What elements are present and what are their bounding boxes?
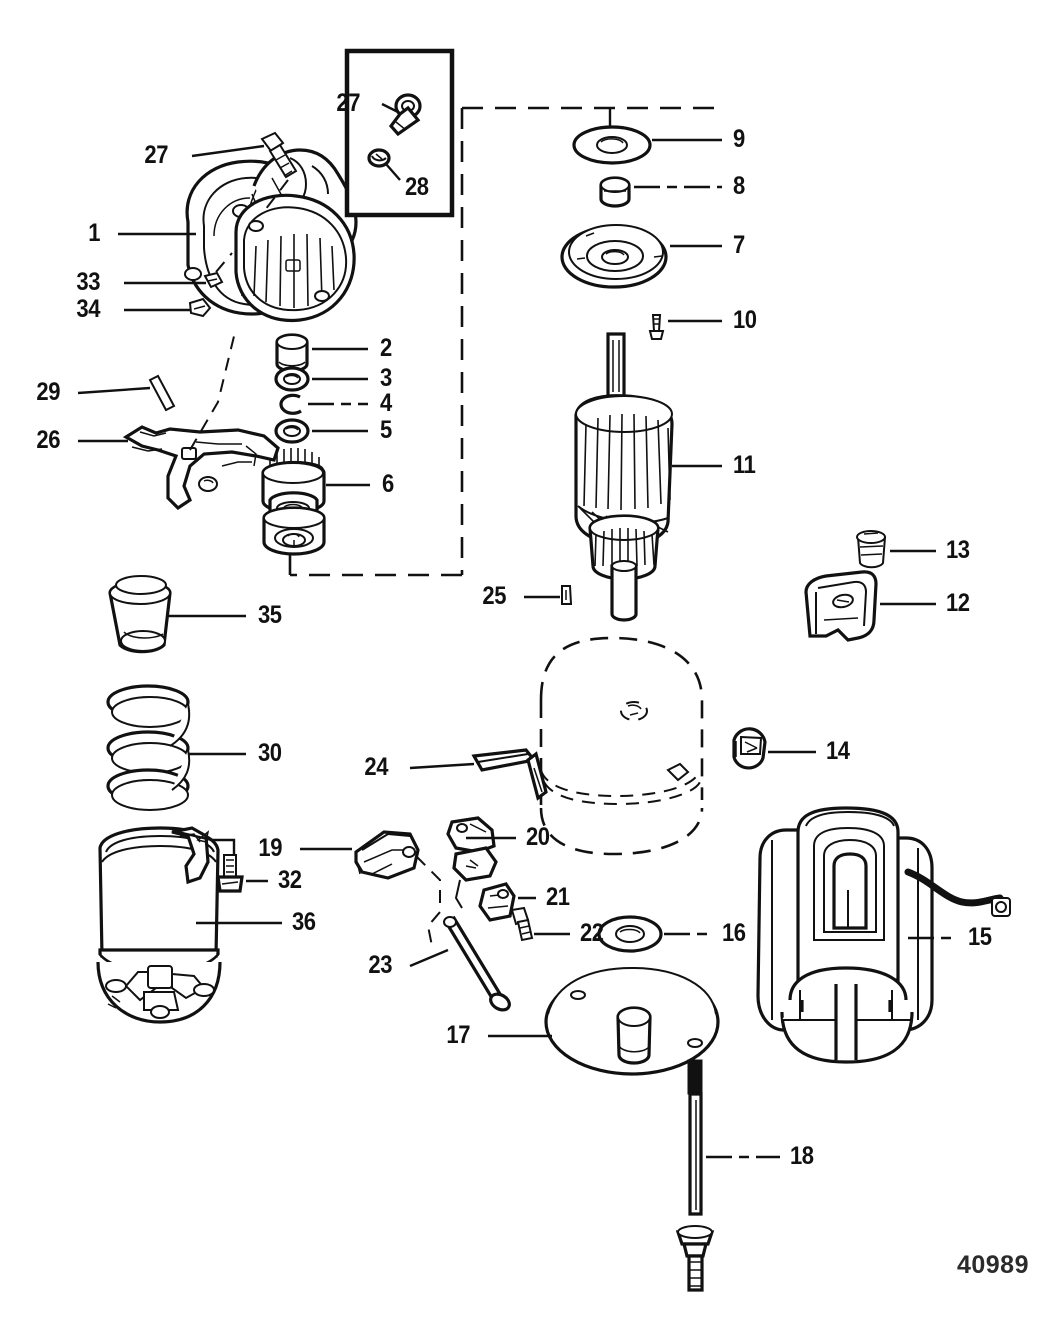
callout-brush-pivot-pin: 23	[368, 951, 392, 979]
part-26-drive-lever	[122, 425, 280, 511]
callout-washer-thrust: 3	[380, 364, 392, 392]
callout-brush-negative: 21	[546, 883, 570, 911]
part-24-spring-clip	[471, 748, 548, 801]
callout-brush-holder-bracket: 12	[946, 589, 970, 617]
part-17-end-cap	[544, 966, 720, 1076]
part-18-through-bolt	[675, 1059, 715, 1292]
part-20-spring-plate	[446, 816, 498, 909]
detail-part-27-bolt	[388, 93, 422, 137]
callout-armature-key: 25	[482, 582, 506, 610]
part-14-terminal-nut	[732, 727, 767, 770]
detail-box	[344, 48, 455, 218]
part-3-washer	[274, 366, 310, 392]
leader-27-detail	[381, 102, 399, 114]
callout-armature: 11	[733, 451, 756, 479]
part-19-brush	[354, 830, 420, 880]
callout-nut: 34	[76, 295, 100, 323]
part-21-brush	[478, 882, 516, 922]
part-34-nut	[188, 297, 212, 318]
callout-brush-spring-plate: 20	[526, 823, 550, 851]
callout-pivot-pin: 29	[36, 378, 60, 406]
detail-part-28-washer	[367, 148, 391, 168]
part-13-screw	[856, 530, 887, 569]
part-15-field-coil	[756, 806, 1011, 1064]
leader-23	[409, 948, 449, 968]
callout-solenoid-assembly: 36	[292, 908, 316, 936]
callout-starter-housing-end-cap: 1	[88, 219, 100, 247]
part-32-screw	[216, 854, 244, 893]
callout-retaining-ring: 4	[380, 389, 392, 417]
part-25-key	[561, 585, 573, 605]
part-35-spring-cup	[108, 575, 172, 654]
callout-bushing: 2	[380, 334, 392, 362]
part-2-bushing	[275, 333, 309, 373]
part-30-spring	[106, 684, 191, 811]
part-22-screw	[510, 906, 534, 942]
callout-screw-brush: 22	[580, 919, 604, 947]
callout-screw-field: 32	[278, 866, 302, 894]
callout-bolt: 27	[144, 141, 168, 169]
callout-spring-return: 30	[258, 739, 282, 767]
part-27-bolt	[260, 131, 298, 179]
part-29-pivot-pin	[148, 374, 176, 412]
callout-bushing-small: 8	[733, 172, 745, 200]
callout-through-bolt: 18	[790, 1142, 814, 1170]
part-7-end-cap	[560, 224, 668, 289]
callout-washer: 5	[380, 416, 392, 444]
part-5-washer	[274, 418, 310, 444]
assembly-path-27	[261, 179, 289, 215]
callout-end-cap-commutator: 17	[446, 1021, 470, 1049]
part-9-thrust-washer	[572, 125, 652, 165]
assembly-path-26	[189, 327, 237, 451]
callout-brush-positive: 19	[258, 834, 282, 862]
leader-29	[77, 386, 151, 395]
part-10-screw	[648, 314, 665, 340]
callout-spring-clip: 24	[364, 753, 388, 781]
callout-terminal-nut: 14	[826, 737, 850, 765]
drawing-number: 40989	[956, 1251, 1029, 1279]
part-8-bushing	[599, 176, 631, 208]
motor-frame-phantom	[539, 636, 704, 856]
part-6-drive-pinion	[261, 448, 326, 556]
assembly-path-brushes	[415, 855, 441, 947]
part-33-lock-washer	[203, 271, 224, 289]
callout-spring-cup: 35	[258, 601, 282, 629]
leader-24	[409, 762, 475, 770]
callout-bolt-detail: 27	[336, 89, 360, 117]
part-4-retaining-ring	[279, 393, 302, 415]
assembly-path-33-34	[215, 252, 233, 273]
callout-drive-pinion-assembly: 6	[382, 470, 394, 498]
part-36-solenoid	[96, 826, 222, 1024]
callout-screw: 10	[733, 306, 757, 334]
callout-end-cap-plate: 7	[733, 231, 745, 259]
callout-screw-brush-holder: 13	[946, 536, 970, 564]
callout-thrust-washer-large: 9	[733, 125, 745, 153]
leader-27	[191, 144, 265, 158]
callout-drive-lever-fork: 26	[36, 426, 60, 454]
part-16-thrust-washer	[597, 915, 663, 953]
part-12-bracket	[804, 570, 878, 642]
part-23-pivot-pin	[443, 915, 511, 1012]
callout-field-coil-assembly: 15	[968, 923, 992, 951]
leader-19-branch	[177, 830, 236, 856]
part-11-armature	[574, 332, 674, 622]
callout-thrust-washer: 16	[722, 919, 746, 947]
leader-28-detail	[385, 163, 401, 181]
callout-washer-lock: 33	[76, 268, 100, 296]
part-1-housing	[184, 148, 358, 323]
callout-lock-washer: 28	[405, 173, 429, 201]
